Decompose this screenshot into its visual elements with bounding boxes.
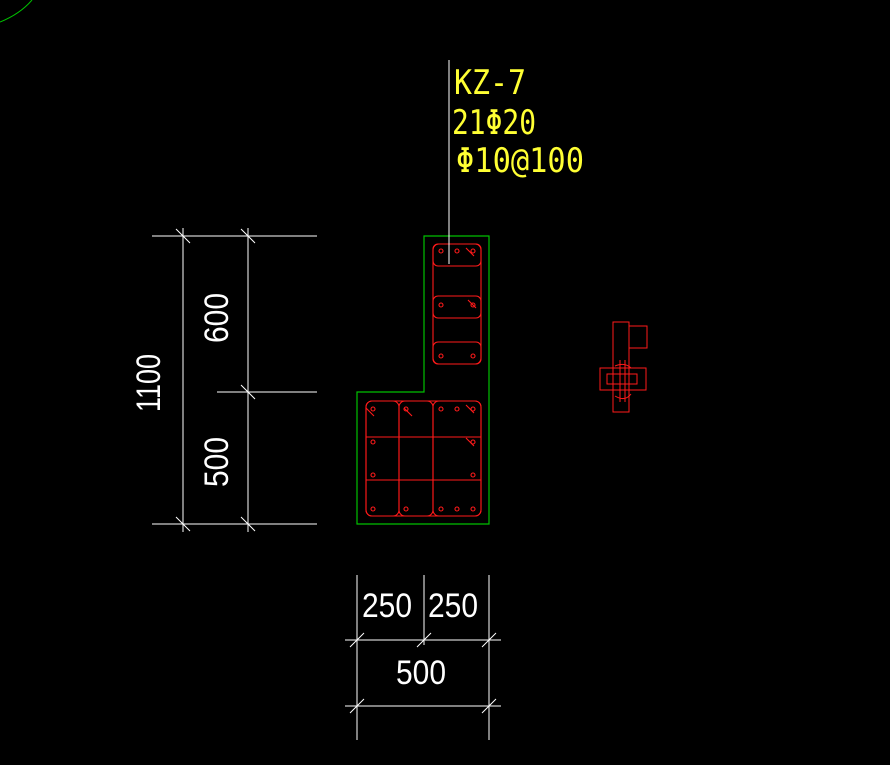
tie-lower-mid: [398, 400, 434, 517]
section-detail-symbol[interactable]: [599, 321, 648, 413]
tie-upper-3: [432, 341, 482, 365]
vertical-dimensions: [152, 228, 317, 532]
rebar-bars: [370, 248, 476, 512]
stirrup-upper: [432, 243, 482, 365]
horizontal-dimensions: [345, 575, 501, 740]
hook-1: [365, 247, 477, 447]
corner-arc: [0, 0, 33, 23]
dim-left-width: 250: [362, 587, 412, 625]
tie-lower-left: [365, 400, 400, 517]
dim-total-height: 1100: [130, 354, 168, 412]
tie-upper-1: [432, 243, 482, 267]
tie-upper-2: [432, 295, 482, 319]
dim-right-width: 250: [428, 587, 478, 625]
label-stirrups: Φ10@100: [456, 141, 584, 181]
label-longitudinal-bars: 21Φ20: [452, 103, 536, 143]
column-outline[interactable]: [356, 235, 490, 525]
tie-lower-right: [432, 400, 482, 517]
label-code: KZ-7: [454, 63, 526, 103]
rebar-cage: [365, 243, 482, 517]
stirrup-lower: [365, 400, 482, 517]
dim-lower-height: 500: [198, 437, 236, 487]
dim-total-width: 500: [396, 654, 446, 692]
dim-upper-height: 600: [198, 293, 236, 343]
column-label[interactable]: KZ-7 21Φ20 Φ10@100: [452, 63, 584, 181]
